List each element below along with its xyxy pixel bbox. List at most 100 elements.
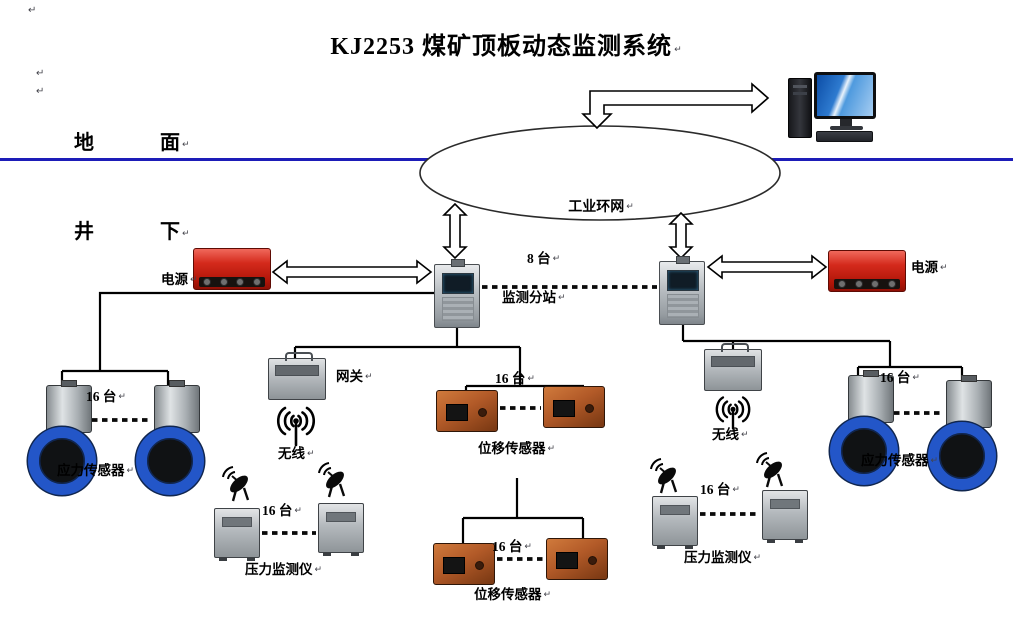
gateway-device xyxy=(268,352,326,400)
sensor-body xyxy=(946,380,992,428)
label-text: 井 下 xyxy=(74,221,180,243)
label-text: 监测分站 xyxy=(502,290,556,305)
device-led xyxy=(478,408,487,417)
label-text: 应力传感器 xyxy=(57,463,125,478)
stress-left-count-label: 16 台↵ xyxy=(86,389,126,405)
device-screen xyxy=(553,400,575,417)
label-text: 地 面 xyxy=(74,132,180,154)
displacement2-count-label: 16 台↵ xyxy=(492,539,532,555)
hydraulic-coil xyxy=(28,427,96,495)
wireless-transceiver-device xyxy=(704,343,762,391)
connector-dot xyxy=(236,278,245,286)
device-screen xyxy=(667,270,699,291)
stress-left-label: 应力传感器↵ xyxy=(57,463,135,479)
paragraph-mark-icon: ↵ xyxy=(294,506,302,516)
substation-count-label: 8 台↵ xyxy=(527,251,561,267)
sensor-cap xyxy=(961,375,977,382)
paragraph-mark-icon: ↵ xyxy=(307,449,315,459)
displacement1-count-label: 16 台↵ xyxy=(495,371,535,387)
label-text: 位移传感器 xyxy=(474,587,542,602)
displacement-sensor-device xyxy=(436,390,498,432)
surface-zone-label: 地 面↵ xyxy=(30,110,190,176)
device-panel xyxy=(660,505,690,515)
desktop-computer-icon xyxy=(786,70,882,144)
paragraph-mark-icon: ↵ xyxy=(182,140,190,150)
hydraulic-coil xyxy=(928,422,996,490)
pressure-right-label: 压力监测仪↵ xyxy=(684,550,762,566)
pressure-monitor-device xyxy=(214,508,260,561)
label-text: 位移传感器 xyxy=(478,441,546,456)
label-text: 电源 xyxy=(911,260,938,275)
stress-sensor-device xyxy=(830,370,898,485)
monitor-stand xyxy=(840,119,852,126)
stress-right-count-label: 16 台↵ xyxy=(880,370,920,386)
paragraph-mark-icon: ↵ xyxy=(674,45,683,55)
paragraph-mark-icon: ↵ xyxy=(126,466,135,476)
paragraph-mark-icon: ↵ xyxy=(732,485,740,495)
monitoring-substation-1 xyxy=(434,259,480,328)
monitor-screen xyxy=(817,75,873,116)
paragraph-mark-icon: ↵ xyxy=(314,565,323,575)
wireless-signal-icon xyxy=(276,406,316,447)
industrial-ring-label: 工业环网↵ xyxy=(543,196,659,216)
device-panel xyxy=(275,365,319,376)
label-text: 16 台 xyxy=(86,389,117,404)
device-led xyxy=(588,556,597,565)
cable-port xyxy=(451,259,465,267)
paragraph-mark-icon: ↵ xyxy=(626,202,634,212)
wireless-signal-icon xyxy=(715,396,751,430)
pressure-monitor-device xyxy=(318,503,364,556)
paragraph-mark-icon: ↵ xyxy=(753,553,762,563)
device-led xyxy=(585,404,594,413)
pressure-right-count-label: 16 台↵ xyxy=(700,482,740,498)
paragraph-mark-icon: ↵ xyxy=(543,590,552,600)
paragraph-mark-icon: ↵ xyxy=(365,372,373,382)
connector-dot xyxy=(871,280,880,288)
stress-sensor-device xyxy=(136,380,204,495)
keyboard xyxy=(816,131,873,142)
paragraph-mark-icon: ↵ xyxy=(527,374,535,384)
paragraph-mark-icon: ↵ xyxy=(930,456,939,466)
sensor-cap xyxy=(863,370,879,377)
substation-label: 监测分站↵ xyxy=(502,290,566,306)
connector-dot xyxy=(887,280,896,288)
power-left-label: 电源↵ xyxy=(161,272,198,288)
displacement-sensor-device xyxy=(433,543,495,585)
device-panel xyxy=(711,356,755,367)
pressure-left-count-label: 16 台↵ xyxy=(262,503,302,519)
connector-dot xyxy=(838,280,847,288)
paragraph-mark-icon: ↵ xyxy=(28,5,37,16)
paragraph-mark-icon: ↵ xyxy=(552,254,561,264)
sensor-cap xyxy=(169,380,185,387)
device-panel xyxy=(222,517,252,527)
hydraulic-coil xyxy=(136,427,204,495)
sensor-cap xyxy=(61,380,77,387)
antenna-dish-icon xyxy=(756,452,784,488)
arrow-power-substation-right xyxy=(706,254,828,280)
paragraph-mark-icon: ↵ xyxy=(547,444,556,454)
paragraph-mark-icon: ↵ xyxy=(36,68,45,79)
paragraph-mark-icon: ↵ xyxy=(118,392,126,402)
pressure-monitor-device xyxy=(652,496,698,549)
label-text: 压力监测仪 xyxy=(245,562,313,577)
label-text: 无线 xyxy=(278,446,305,461)
monitoring-substation-2 xyxy=(659,256,705,325)
arrow-ring-substation-1 xyxy=(442,202,468,260)
underground-zone-label: 井 下↵ xyxy=(30,199,190,265)
stress-right-label: 应力传感器↵ xyxy=(861,453,939,469)
monitor xyxy=(814,72,876,119)
stress-sensor-device xyxy=(28,380,96,495)
stress-sensor-device xyxy=(928,375,996,490)
device-panel xyxy=(667,294,699,318)
paragraph-mark-icon: ↵ xyxy=(36,86,45,97)
paragraph-mark-icon: ↵ xyxy=(190,275,198,285)
label-text: 8 台 xyxy=(527,251,551,266)
label-text: 电源 xyxy=(161,272,188,287)
paragraph-mark-icon: ↵ xyxy=(558,293,566,303)
paragraph-mark-icon: ↵ xyxy=(741,430,749,440)
device-led xyxy=(475,561,484,570)
device-screen xyxy=(443,557,465,574)
displacement-sensor-device xyxy=(543,386,605,428)
